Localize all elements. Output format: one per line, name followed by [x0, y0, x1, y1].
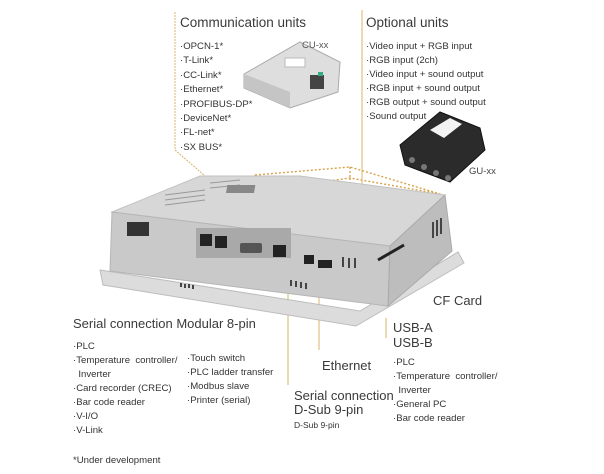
list-item: ·Modbus slave [187, 381, 250, 392]
gu-model-label: GU-xx [469, 166, 496, 177]
list-item: ·PLC [73, 341, 95, 352]
modular-jack-1 [200, 234, 212, 246]
serial-dsub-title-2: D-Sub 9-pin [294, 402, 364, 417]
serial-dsub-title-1: Serial connection [294, 388, 394, 403]
top-slot [225, 185, 256, 193]
list-item: ·Sound output [366, 111, 427, 122]
ethernet-label: Ethernet [322, 358, 372, 373]
list-item: ·Temperature controller/ [73, 355, 178, 366]
leader-communication [174, 12, 213, 183]
front-vents [180, 218, 442, 289]
usb-a-label: USB-A [393, 320, 433, 335]
list-item: ·FL-net* [180, 127, 215, 139]
cu-module-image [243, 41, 341, 109]
cf-card-slot [377, 243, 405, 262]
list-item: ·Video input + sound output [366, 69, 484, 80]
list-item: ·OPCN-1* [180, 41, 224, 52]
list-item: ·V-Link [73, 425, 103, 436]
list-item: ·Touch switch [187, 353, 246, 364]
list-item: ·RGB output + sound output [366, 97, 486, 108]
ethernet-jack [273, 245, 286, 257]
gu-module-image [399, 111, 486, 183]
list-item: ·Card recorder (CREC) [73, 383, 172, 394]
usb-b-label: USB-B [393, 335, 433, 350]
communication-units-title: Communication units [180, 15, 307, 30]
list-item: ·T-Link* [180, 55, 214, 67]
power-connector [127, 222, 149, 236]
bezel [99, 251, 465, 327]
list-item: ·Video input + RGB input [366, 41, 473, 52]
usb-b-port [304, 255, 314, 264]
footnote: *Under development [73, 455, 161, 466]
usb-a-port [318, 260, 332, 268]
dsub-connector [240, 243, 262, 253]
list-item: ·Temperature controller/ [393, 371, 498, 382]
list-item: ·General PC [393, 399, 447, 410]
list-item: ·V-I/O [73, 411, 99, 422]
list-item: ·RGB input + sound output [366, 83, 480, 94]
top-vents [164, 179, 241, 206]
list-item: ·RGB input (2ch) [366, 55, 438, 66]
serial-modular-title: Serial connection Modular 8-pin [73, 316, 256, 331]
cu-model-label: CU-xx [302, 40, 329, 51]
list-item: ·PLC ladder transfer [187, 367, 274, 378]
list-item: ·Bar code reader [393, 413, 465, 424]
list-item: ·DeviceNet* [180, 113, 232, 124]
list-item: ·PROFIBUS-DP* [180, 98, 253, 110]
list-item: ·SX BUS* [180, 141, 223, 153]
list-item: ·Ethernet* [180, 84, 224, 96]
modular-jack-2 [215, 236, 227, 248]
list-item: ·Printer (serial) [187, 395, 251, 406]
serial-dsub-sub: D-Sub 9-pin [294, 420, 340, 430]
cf-card-label: CF Card [433, 293, 483, 308]
optional-units-title: Optional units [366, 15, 449, 30]
list-item: Inverter [393, 385, 431, 396]
list-item: ·PLC [393, 357, 415, 368]
list-item: Inverter [73, 369, 111, 380]
list-item: ·Bar code reader [73, 397, 145, 408]
list-item: ·CC-Link* [180, 69, 222, 81]
